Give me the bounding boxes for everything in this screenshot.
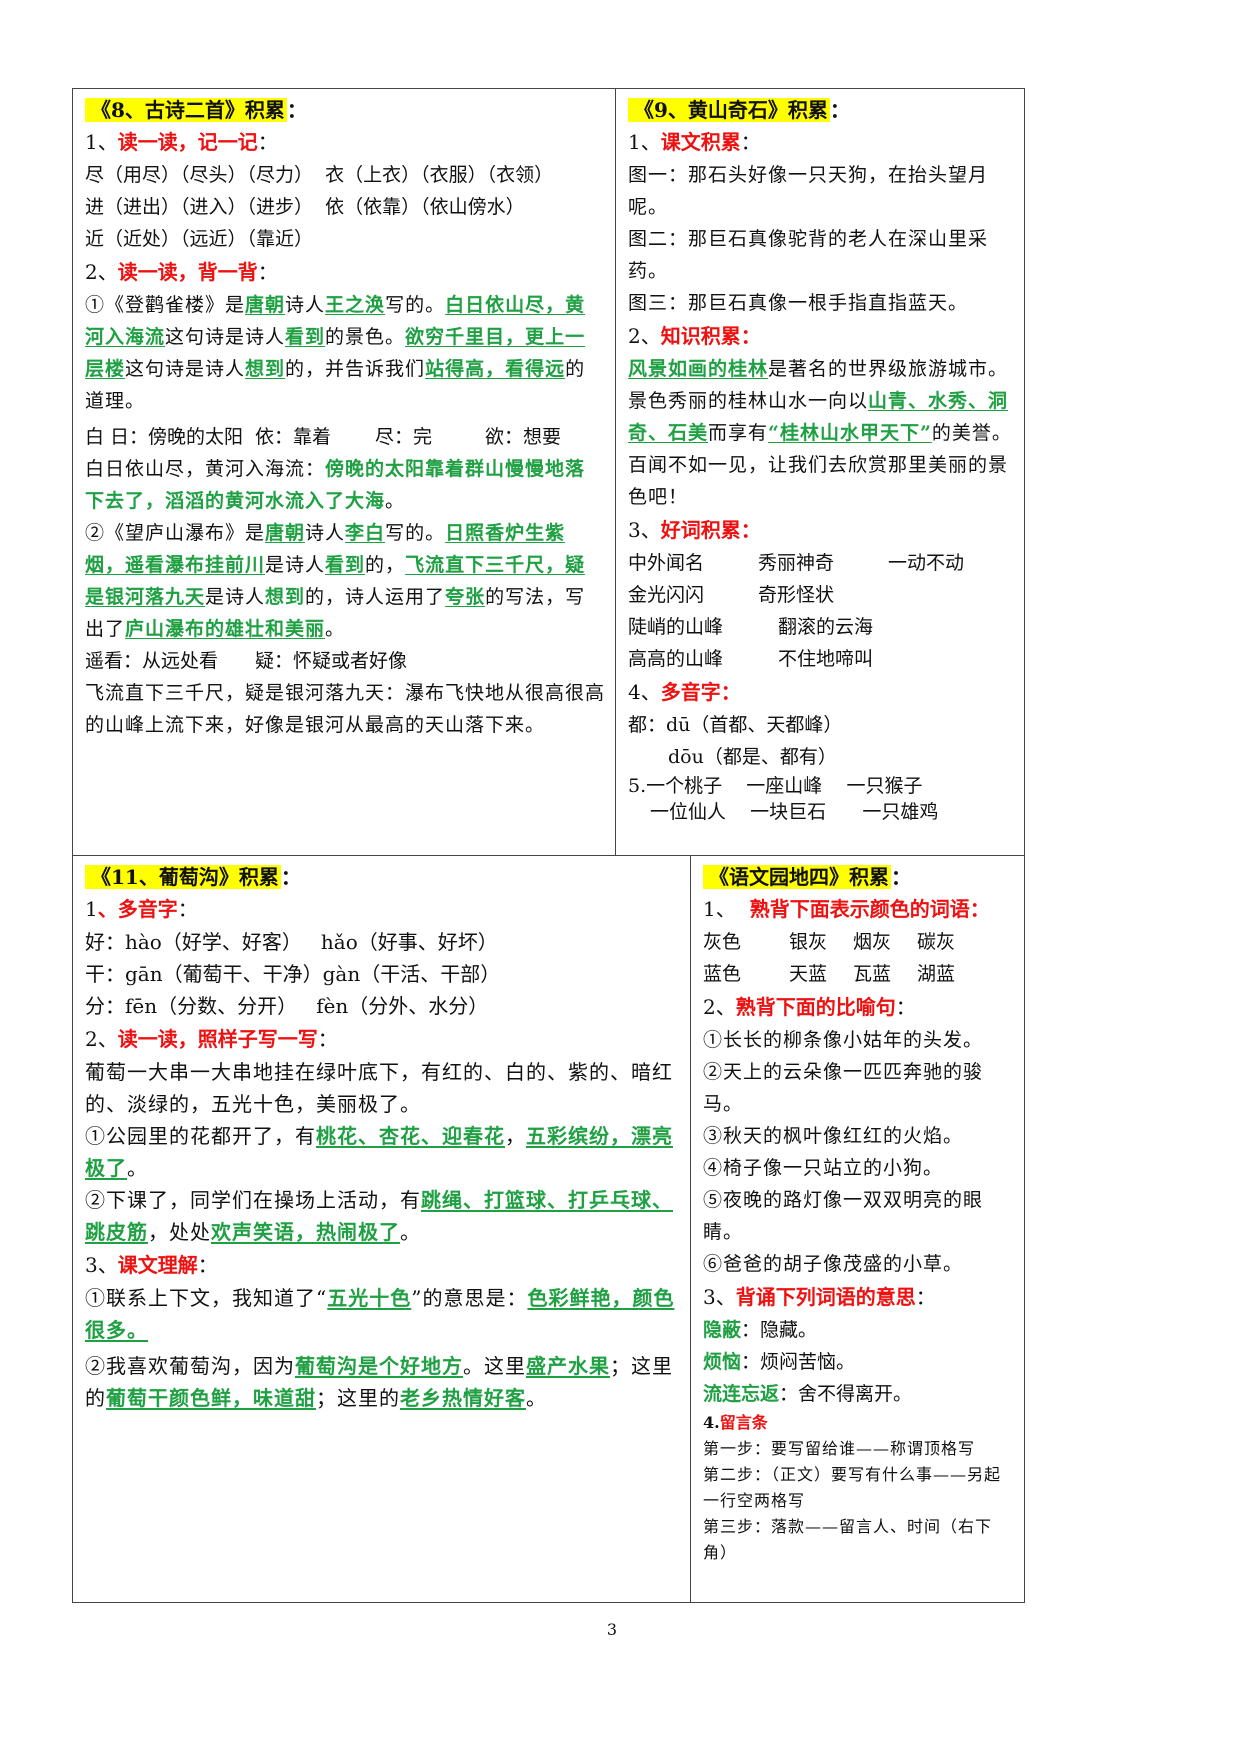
understanding-2: ②我喜欢葡萄沟，因为葡萄沟是个好地方。这里盛产水果；这里的葡萄干颜色鲜，味道甜；…	[85, 1354, 673, 1410]
garden4-cell: 《语文园地四》积累： 1、熟背下面表示颜色的词语： 灰色银灰烟灰碳灰 蓝色天蓝瓦…	[691, 856, 1024, 1602]
simile: ⑤夜晚的路灯像一双双明亮的眼睛。	[703, 1189, 984, 1243]
lesson8-cell: 《8、古诗二首》积累： 1、读一读，记一记： 尽（用尽）（尽头）（尽力） 衣（上…	[73, 89, 616, 856]
word-row: 进（进出）（进入）（进步） 依（依靠）（依山傍水）	[85, 196, 525, 218]
note-step: 第一步：要写留给谁——称谓顶格写	[703, 1439, 976, 1458]
understanding-1: ①联系上下文，我知道了“五光十色”的意思是：色彩鲜艳，颜色很多。	[85, 1286, 675, 1342]
polyphone-row: 干：gān（葡萄干、干净）gàn（干活、干部）	[85, 962, 501, 986]
simile: ②天上的云朵像一匹匹奔驰的骏马。	[703, 1061, 984, 1115]
garden4-section2-heading: 2、熟背下面的比喻句：	[703, 995, 916, 1019]
meaning-row: 隐蔽：隐藏。	[703, 1319, 818, 1341]
color-words-row: 灰色银灰烟灰碳灰	[703, 931, 956, 953]
simile: ③秋天的枫叶像红红的火焰。	[703, 1125, 964, 1147]
lesson9-section3-heading: 3、好词积累：	[628, 518, 761, 542]
page-number: 3	[606, 1620, 618, 1639]
note-step: 第三步：落款——留言人、时间（右下角）	[703, 1517, 993, 1562]
meaning-row: 烦恼：烦闷苦恼。	[703, 1351, 856, 1373]
poem2-paragraph: ②《望庐山瀑布》是唐朝诗人李白写的。日照香炉生紫烟，遥看瀑布挂前川是诗人看到的，…	[85, 522, 586, 640]
lesson11-section2-heading: 2、读一读，照样子写一写：	[85, 1027, 338, 1051]
color-words-row: 蓝色天蓝瓦蓝湖蓝	[703, 963, 956, 985]
good-words-row: 高高的山峰不住地啼叫	[628, 648, 874, 670]
lesson11-section3-heading: 3、课文理解：	[85, 1253, 218, 1277]
note-step: 第二步：（正文）要写有什么事——另起一行空两格写	[703, 1465, 1002, 1510]
garden4-section3-heading: 3、背诵下列词语的意思：	[703, 1285, 936, 1309]
poem1-translation: 白日依山尽，黄河入海流：傍晚的太阳靠着群山慢慢地落下去了，滔滔的黄河水流入了大海…	[85, 458, 586, 512]
garden4-section1-heading: 1、熟背下面表示颜色的词语：	[703, 897, 990, 921]
garden4-title: 《语文园地四》积累：	[703, 862, 1014, 892]
lesson9-section2-heading: 2、知识积累：	[628, 324, 761, 348]
polyphone-row: 分：fēn（分数、分开） fèn（分外、水分）	[85, 994, 489, 1018]
simile: ④椅子像一只站立的小狗。	[703, 1157, 944, 1179]
polyphone-row: 都：dū（首都、天都峰）	[628, 714, 843, 736]
sample-sentence: 葡萄一大串一大串地挂在绿叶底下，有红的、白的、紫的、暗红的、淡绿的，五光十色，美…	[85, 1060, 673, 1116]
picture-caption: 图三：那巨石真像一根手指直指蓝天。	[628, 292, 969, 314]
gloss-row: 白 日：傍晚的太阳依：靠着尽：完欲：想要	[85, 426, 562, 448]
lesson11-cell: 《11、葡萄沟》积累： 1、多音字： 好：hào（好学、好客） hǎo（好事、好…	[73, 856, 691, 1602]
lesson11-title: 《11、葡萄沟》积累：	[85, 862, 680, 892]
polyphone-row: 好：hào（好学、好客） hǎo（好事、好坏）	[85, 930, 498, 954]
garden4-section4-heading: 4.留言条	[703, 1413, 768, 1432]
poem2-translation: 飞流直下三千尺，疑是银河落九天：瀑布飞快地从很高很高的山峰上流下来，好像是银河从…	[85, 682, 606, 736]
gloss-row: 遥看：从远处看疑：怀疑或者好像	[85, 650, 408, 672]
lesson9-title: 《9、黄山奇石》积累：	[628, 95, 1014, 125]
picture-caption: 图一：那石头好像一只天狗，在抬头望月呢。	[628, 164, 989, 218]
measure-word-row: 5.一个桃子 一座山峰 一只猴子	[628, 775, 923, 797]
notes-table: 《8、古诗二首》积累： 1、读一读，记一记： 尽（用尽）（尽头）（尽力） 衣（上…	[72, 88, 1025, 1603]
polyphone-row: dōu（都是、都有）	[668, 746, 837, 768]
exercise-2: ②下课了，同学们在操场上活动，有跳绳、打篮球、打乒乓球、跳皮筋，处处欢声笑语，热…	[85, 1188, 673, 1244]
lesson9-cell: 《9、黄山奇石》积累： 1、课文积累： 图一：那石头好像一只天狗，在抬头望月呢。…	[616, 89, 1024, 856]
lesson9-section4-heading: 4、多音字：	[628, 680, 741, 704]
simile: ⑥爸爸的胡子像茂盛的小草。	[703, 1253, 964, 1275]
good-words-row: 陡峭的山峰翻滚的云海	[628, 616, 874, 638]
word-row: 尽（用尽）（尽头）（尽力） 衣（上衣）（衣服）（衣领）	[85, 164, 554, 186]
poem1-paragraph: ①《登鹳雀楼》是唐朝诗人王之涣写的。白日依山尽，黄河入海流这句诗是诗人看到的景色…	[85, 294, 586, 412]
picture-caption: 图二：那巨石真像驼背的老人在深山里采药。	[628, 228, 989, 282]
guilin-paragraph: 风景如画的桂林是著名的世界级旅游城市。景色秀丽的桂林山水一向以山青、水秀、洞奇、…	[628, 358, 1012, 508]
lesson9-section1-heading: 1、课文积累：	[628, 130, 761, 154]
good-words-row: 中外闻名秀丽神奇一动不动	[628, 552, 965, 574]
word-row: 近（近处）（远近）（靠近）	[85, 228, 314, 250]
simile: ①长长的柳条像小姑年的头发。	[703, 1029, 984, 1051]
lesson8-section1-heading: 1、读一读，记一记：	[85, 130, 278, 154]
lesson11-section1-heading: 1、多音字：	[85, 897, 198, 921]
exercise-1: ①公园里的花都开了，有桃花、杏花、迎春花，五彩缤纷，漂亮极了。	[85, 1124, 673, 1180]
lesson8-section2-heading: 2、读一读，背一背：	[85, 260, 278, 284]
lesson8-title: 《8、古诗二首》积累：	[85, 95, 605, 125]
meaning-row: 流连忘返：舍不得离开。	[703, 1383, 913, 1405]
measure-word-row: 一位仙人 一块巨石 一只雄鸡	[650, 801, 939, 823]
good-words-row: 金光闪闪奇形怪状	[628, 584, 835, 606]
